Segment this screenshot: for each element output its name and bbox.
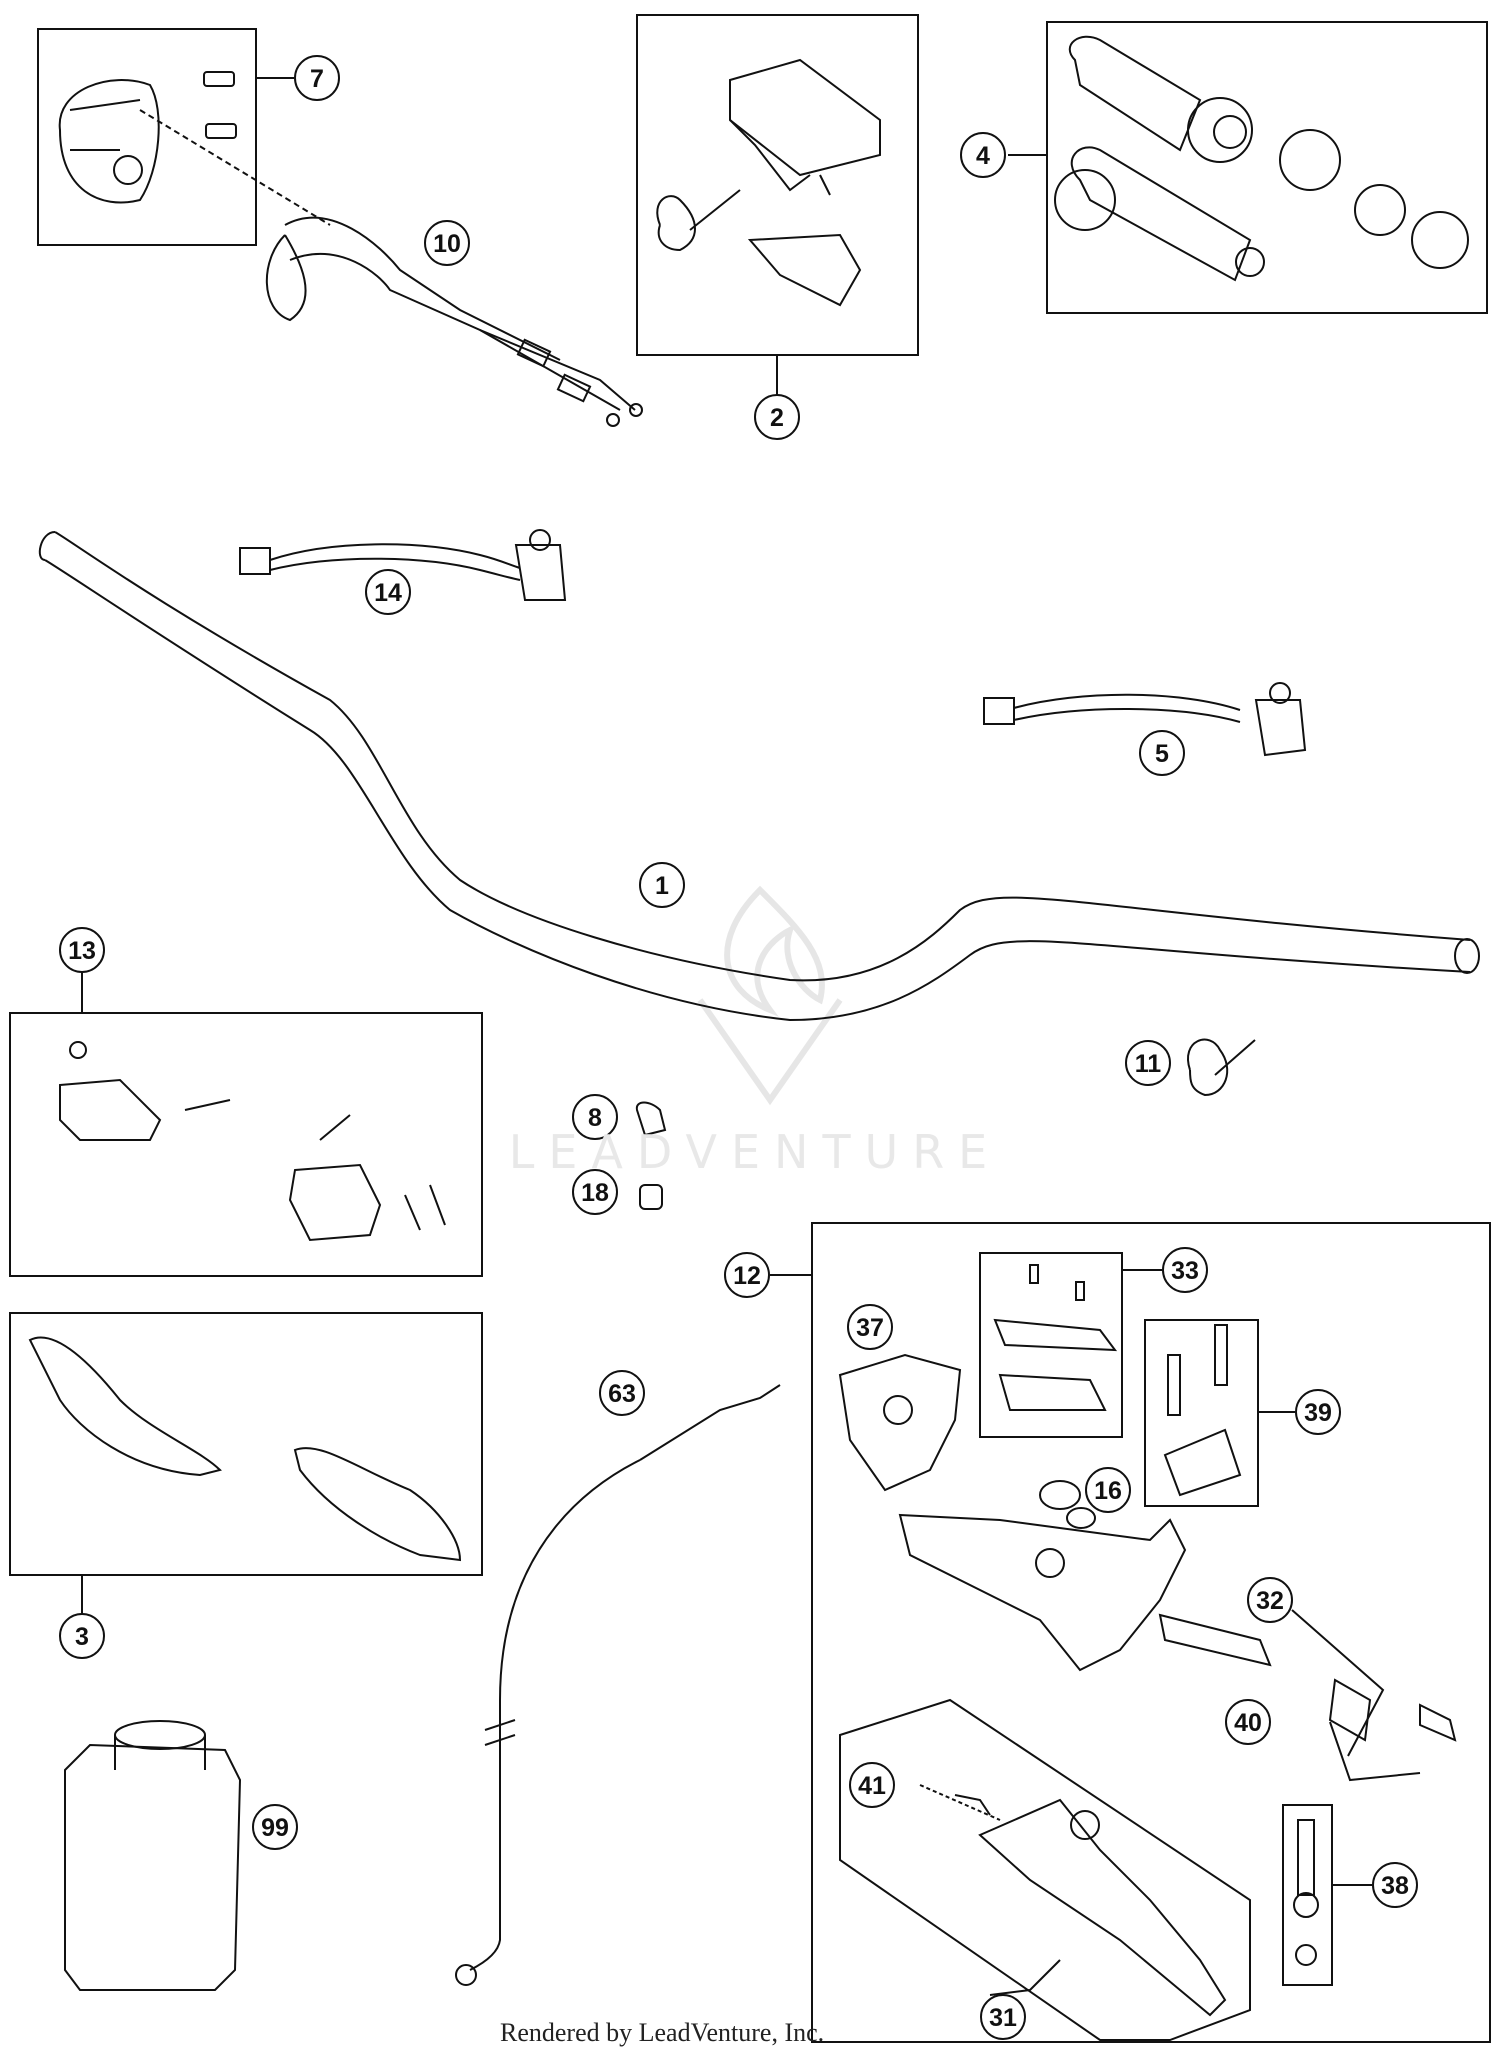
callout-3: 3	[59, 1613, 105, 1659]
watermark-logo-icon	[697, 885, 843, 1106]
brake-line-part	[455, 1384, 781, 1986]
callout-40: 40	[1225, 1699, 1271, 1745]
callout-31-label: 31	[989, 2004, 1017, 2032]
group-box-3	[9, 1312, 483, 1576]
callout-10: 10	[424, 220, 470, 266]
callout-39-label: 39	[1304, 1399, 1332, 1427]
callout-1: 1	[639, 862, 685, 908]
callout-31: 31	[980, 1994, 1026, 2040]
callout-37-label: 37	[856, 1314, 884, 1342]
callout-4: 4	[960, 132, 1006, 178]
callout-13-label: 13	[68, 937, 96, 965]
clip-18-part	[639, 1184, 663, 1210]
callout-99-label: 99	[261, 1814, 289, 1842]
callout-38: 38	[1372, 1862, 1418, 1908]
callout-37: 37	[847, 1304, 893, 1350]
group-box-4	[1046, 21, 1488, 314]
callout-8-label: 8	[588, 1104, 602, 1132]
group-box-33	[979, 1252, 1123, 1438]
throttle-cover-part	[656, 58, 881, 307]
callout-16: 16	[1085, 1467, 1131, 1513]
master-cylinder-part	[898, 1507, 1187, 1672]
hand-guards-part	[28, 1336, 462, 1562]
callout-12: 12	[724, 1252, 770, 1298]
cable-tie-11-part	[1187, 1038, 1256, 1097]
callout-33: 33	[1162, 1247, 1208, 1293]
callout-8: 8	[572, 1094, 618, 1140]
callout-5-label: 5	[1155, 740, 1169, 768]
callout-10-label: 10	[433, 230, 461, 258]
brake-lever-31-part	[919, 1784, 1227, 2017]
callout-40-label: 40	[1234, 1709, 1262, 1737]
throttle-cable-part	[265, 216, 643, 427]
throttle-housing-part	[58, 71, 331, 226]
callout-11-label: 11	[1135, 1050, 1162, 1078]
callout-16-label: 16	[1094, 1477, 1122, 1505]
group-box-7	[37, 28, 257, 246]
nut-16-part	[1039, 1480, 1081, 1510]
group-box-31	[839, 1698, 1251, 2041]
callout-41-label: 41	[858, 1772, 886, 1800]
callout-14: 14	[365, 569, 411, 615]
pivot-bolt-38-part	[1293, 1819, 1319, 1966]
callout-18-label: 18	[581, 1179, 609, 1207]
callout-63: 63	[599, 1370, 645, 1416]
callout-14-label: 14	[374, 579, 402, 607]
watermark-text: LEADVENTURE	[508, 1125, 1002, 1179]
callout-63-label: 63	[608, 1380, 636, 1408]
callout-13: 13	[59, 927, 105, 973]
callout-41: 41	[849, 1762, 895, 1808]
group-box-39	[1144, 1319, 1259, 1507]
callout-38-label: 38	[1381, 1872, 1409, 1900]
callout-33-label: 33	[1171, 1257, 1199, 1285]
callout-1-label: 1	[655, 872, 669, 900]
switch-wire-5-part	[983, 682, 1307, 757]
callout-18: 18	[572, 1169, 618, 1215]
reservoir-cover-part	[993, 1264, 1118, 1411]
piston-32-part	[1158, 1613, 1457, 1742]
switch-wire-14-part	[239, 529, 567, 601]
callout-32: 32	[1247, 1577, 1293, 1623]
callout-7-label: 7	[310, 65, 324, 93]
callout-2-label: 2	[770, 404, 784, 432]
grips-part	[1054, 35, 1469, 282]
handlebar-clamp-part	[59, 1041, 446, 1242]
callout-3-label: 3	[75, 1623, 89, 1651]
group-box-12	[811, 1222, 1491, 2043]
callout-11: 11	[1125, 1040, 1171, 1086]
callout-32-label: 32	[1256, 1587, 1284, 1615]
callout-39: 39	[1295, 1389, 1341, 1435]
clamp-39-part	[1163, 1324, 1242, 1497]
callout-2: 2	[754, 394, 800, 440]
callout-12-label: 12	[733, 1262, 761, 1290]
callout-7: 7	[294, 55, 340, 101]
lever-bracket-part	[838, 1353, 962, 1492]
callout-4-label: 4	[976, 142, 990, 170]
group-box-38	[1282, 1804, 1333, 1986]
callout-99: 99	[252, 1804, 298, 1850]
handlebar-part	[38, 531, 1480, 1022]
callouts: 1 2 3 4 5 7 8 10 11 12 13 14 16 18 31 32…	[59, 55, 1418, 2040]
footer-credit: Rendered by LeadVenture, Inc.	[500, 2018, 825, 2047]
group-box-13	[9, 1012, 483, 1277]
brake-fluid-bottle-part	[64, 1720, 242, 1991]
callout-5: 5	[1139, 730, 1185, 776]
clip-8-part	[635, 1101, 667, 1137]
leader-lines	[81, 77, 1421, 1996]
